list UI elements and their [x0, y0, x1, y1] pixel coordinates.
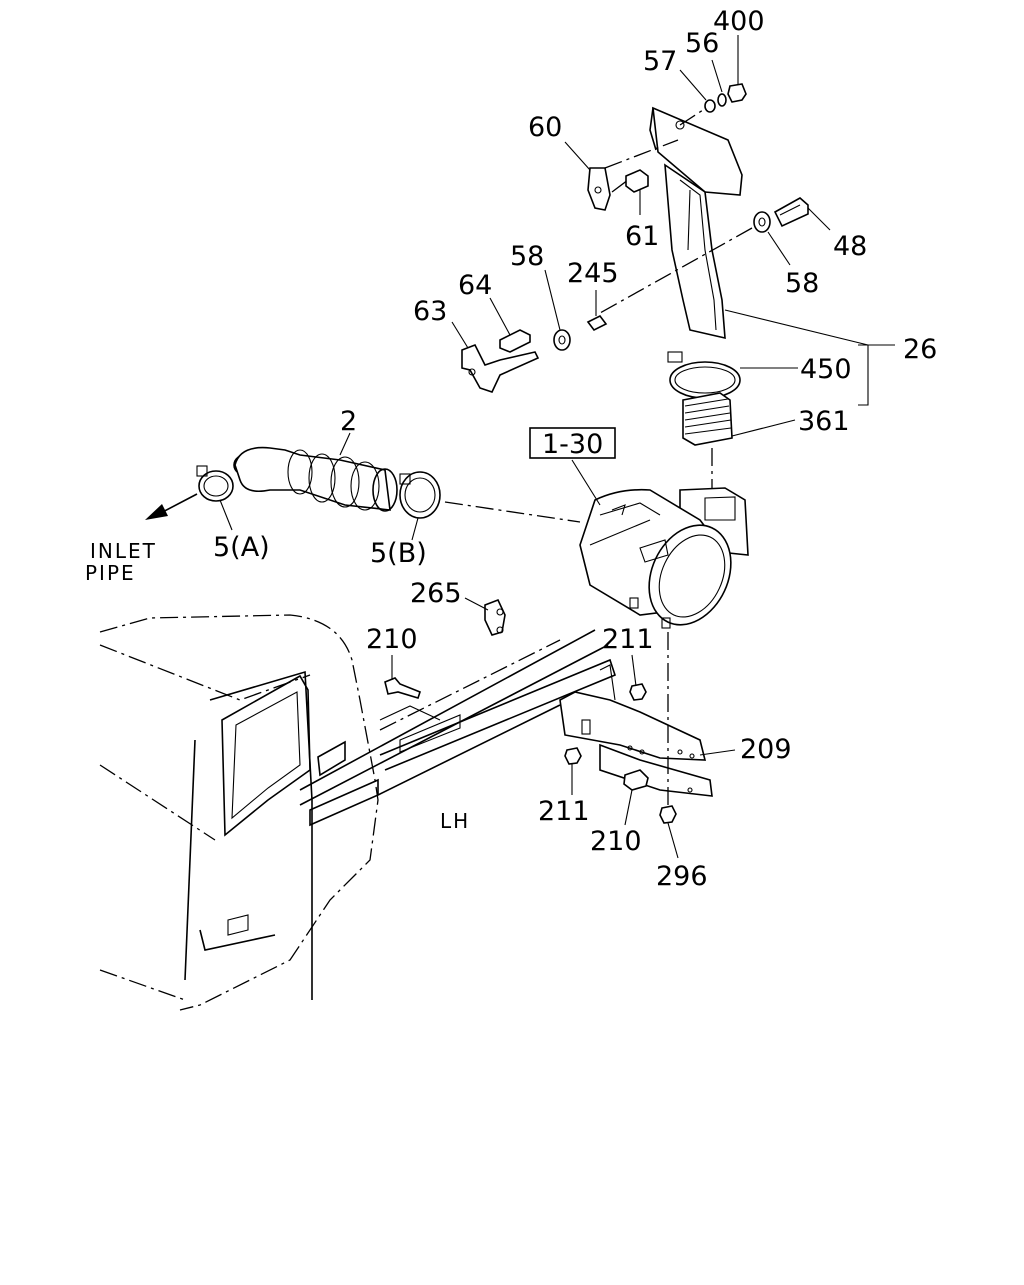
label-211-bottom: 211 [538, 796, 590, 827]
part-26-intake-duct[interactable] [649, 106, 743, 340]
label-57: 57 [643, 46, 677, 77]
label-361: 361 [798, 406, 850, 437]
label-209: 209 [740, 734, 792, 765]
cab-outline [99, 614, 379, 1011]
label-296: 296 [656, 861, 708, 892]
part-1-30-air-cleaner[interactable] [579, 487, 749, 638]
label-64: 64 [458, 270, 492, 301]
part-58b-grommet[interactable] [753, 211, 771, 233]
side-label: LH [440, 809, 470, 833]
assembly-label-box [529, 427, 616, 459]
inlet-label-line2: PIPE [85, 561, 136, 585]
part-61-bolt[interactable] [625, 169, 649, 193]
part-60-bracket[interactable] [587, 167, 611, 211]
part-296-nut[interactable] [659, 805, 677, 824]
label-210-bottom: 210 [590, 826, 642, 857]
part-56-lock-washer[interactable] [717, 93, 727, 107]
part-211b-nut[interactable] [564, 747, 582, 765]
part-63-bracket[interactable] [461, 343, 540, 393]
part-64-bolt[interactable] [499, 329, 531, 353]
label-60: 60 [528, 112, 562, 143]
label-58-right: 58 [785, 268, 819, 299]
part-2-intake-hose[interactable] [233, 446, 398, 512]
label-1-30: 1-30 [542, 429, 603, 460]
label-61: 61 [625, 221, 659, 252]
label-2: 2 [340, 406, 357, 437]
label-56: 56 [685, 28, 719, 59]
part-58a-grommet[interactable] [553, 329, 571, 351]
label-48: 48 [833, 231, 867, 262]
label-450: 450 [800, 354, 852, 385]
inlet-label-line1: INLET [90, 539, 157, 563]
part-5b-hose-clamp[interactable] [399, 471, 441, 519]
part-265-clip[interactable] [484, 598, 506, 636]
label-63: 63 [413, 296, 447, 327]
label-211-top: 211 [602, 624, 654, 655]
part-48-bolt[interactable] [773, 197, 809, 228]
part-210b-bolt[interactable] [623, 769, 649, 791]
part-210a-bolt[interactable] [384, 677, 421, 699]
part-57-washer[interactable] [704, 99, 716, 113]
part-209-mounting-bracket[interactable] [559, 664, 713, 797]
label-5b: 5(B) [370, 538, 427, 569]
label-265: 265 [410, 578, 462, 609]
label-26: 26 [903, 334, 937, 365]
label-245: 245 [567, 258, 619, 289]
part-5a-hose-clamp[interactable] [196, 465, 234, 502]
label-5a: 5(A) [213, 532, 270, 563]
part-245-collar[interactable] [586, 314, 608, 332]
part-400-nut[interactable] [727, 83, 747, 103]
label-400: 400 [713, 6, 765, 37]
part-211a-nut[interactable] [629, 683, 647, 701]
inlet-arrow-icon [145, 493, 198, 520]
part-361-filter-element[interactable] [682, 392, 733, 446]
part-450-hose-clamp[interactable] [667, 351, 741, 399]
label-58-left: 58 [510, 241, 544, 272]
leader-lines [219, 35, 895, 859]
label-210-top: 210 [366, 624, 418, 655]
frame-rails [299, 629, 616, 827]
